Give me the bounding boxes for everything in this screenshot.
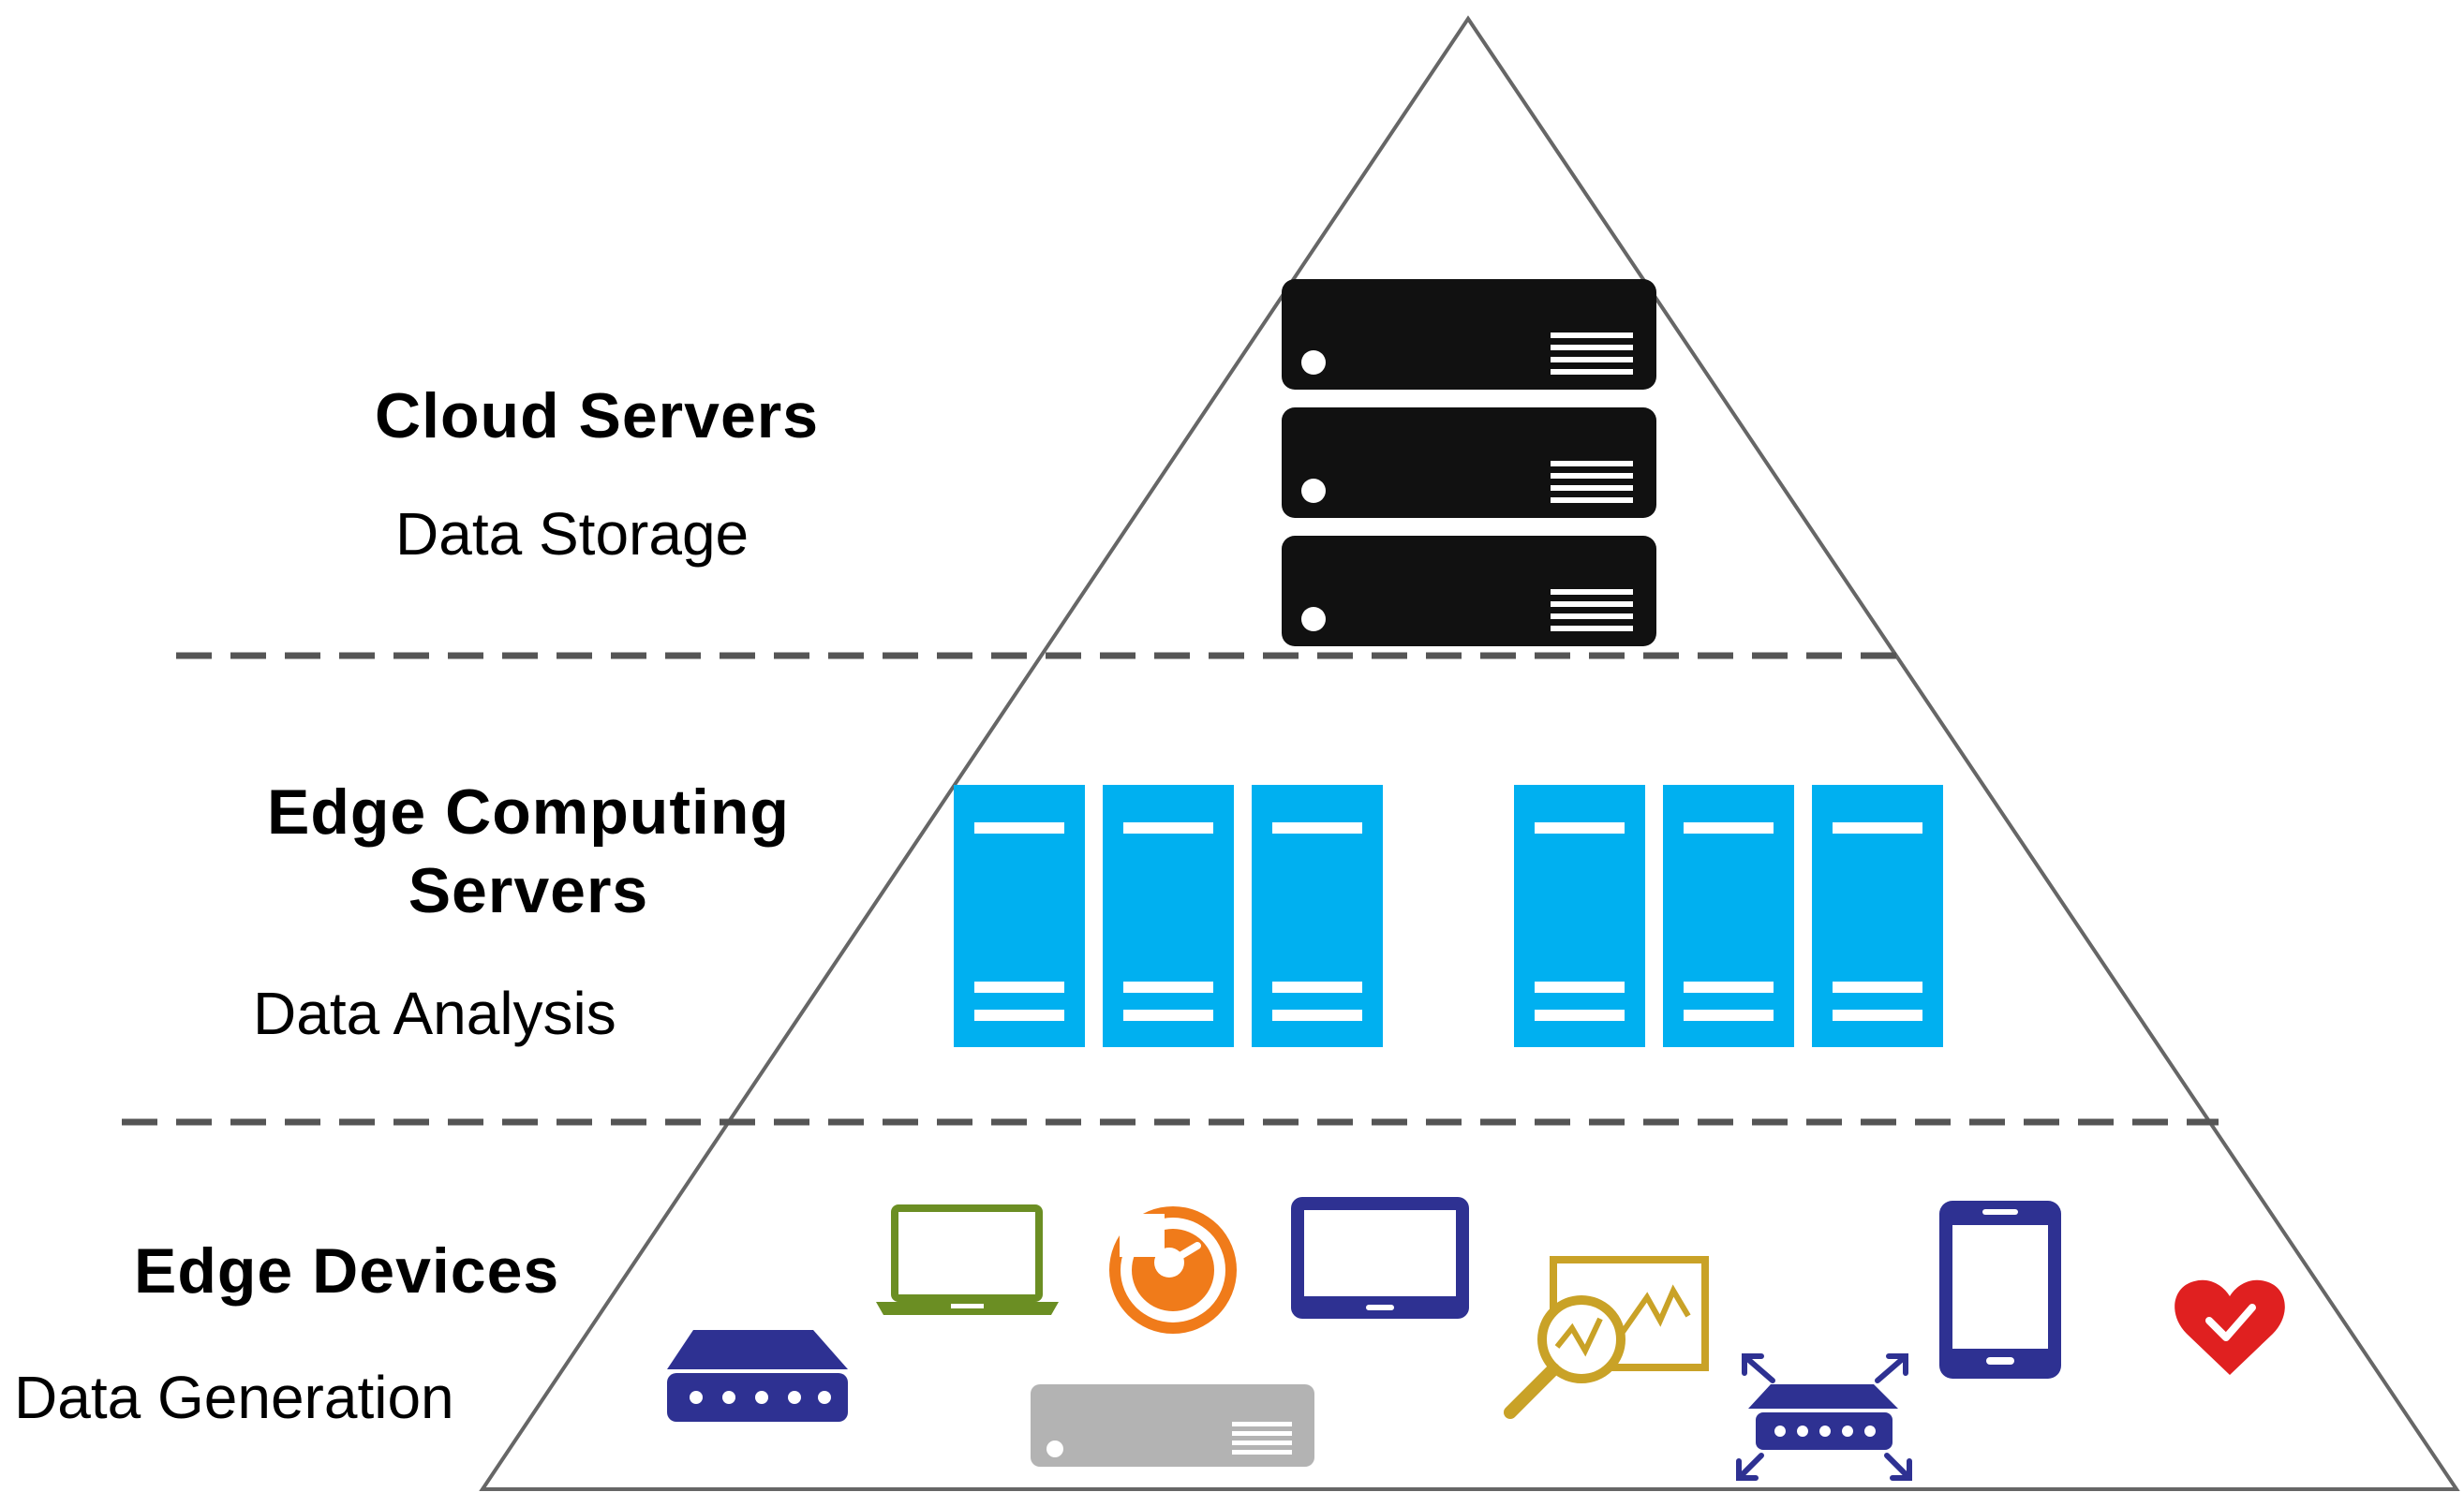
edge-server-tower — [1103, 785, 1234, 1047]
pyramid-outline — [479, 15, 2460, 1491]
gateway-server-icon — [1031, 1384, 1314, 1467]
tablet-icon — [1291, 1197, 1469, 1319]
cloud-server-unit — [1282, 536, 1656, 646]
edge-server-tower — [1812, 785, 1943, 1047]
edge-server-tower — [1663, 785, 1794, 1047]
analytics-icon — [1504, 1256, 1709, 1419]
edge-devices-subtitle: Data Generation — [14, 1364, 454, 1431]
smartphone-icon — [1939, 1201, 2061, 1379]
wireless-router-icon — [1736, 1353, 1912, 1481]
router-icon — [667, 1330, 848, 1422]
heart-icon — [2175, 1279, 2285, 1375]
cloud-server-unit — [1282, 279, 1656, 390]
cloud-server-unit — [1282, 407, 1656, 518]
edge-server-tower — [1514, 785, 1645, 1047]
laptop-icon — [876, 1204, 1059, 1315]
cloud-servers-subtitle: Data Storage — [395, 500, 750, 568]
edge-computing-servers-title-line2: Servers — [408, 855, 649, 926]
edge-devices-title: Edge Devices — [134, 1235, 560, 1307]
edge-server-group-left — [954, 785, 1383, 1047]
edge-computing-servers-title-line1: Edge Computing — [267, 776, 790, 848]
edge-server-group-right — [1514, 785, 1943, 1047]
edge-computing-servers-subtitle: Data Analysis — [253, 980, 616, 1047]
gauge-icon — [1109, 1206, 1237, 1334]
edge-computing-servers-title: Edge Computing Servers — [267, 773, 790, 930]
cloud-server-stack — [1282, 279, 1656, 646]
cloud-servers-title: Cloud Servers — [375, 380, 820, 451]
edge-server-tower — [1252, 785, 1383, 1047]
edge-server-tower — [954, 785, 1085, 1047]
